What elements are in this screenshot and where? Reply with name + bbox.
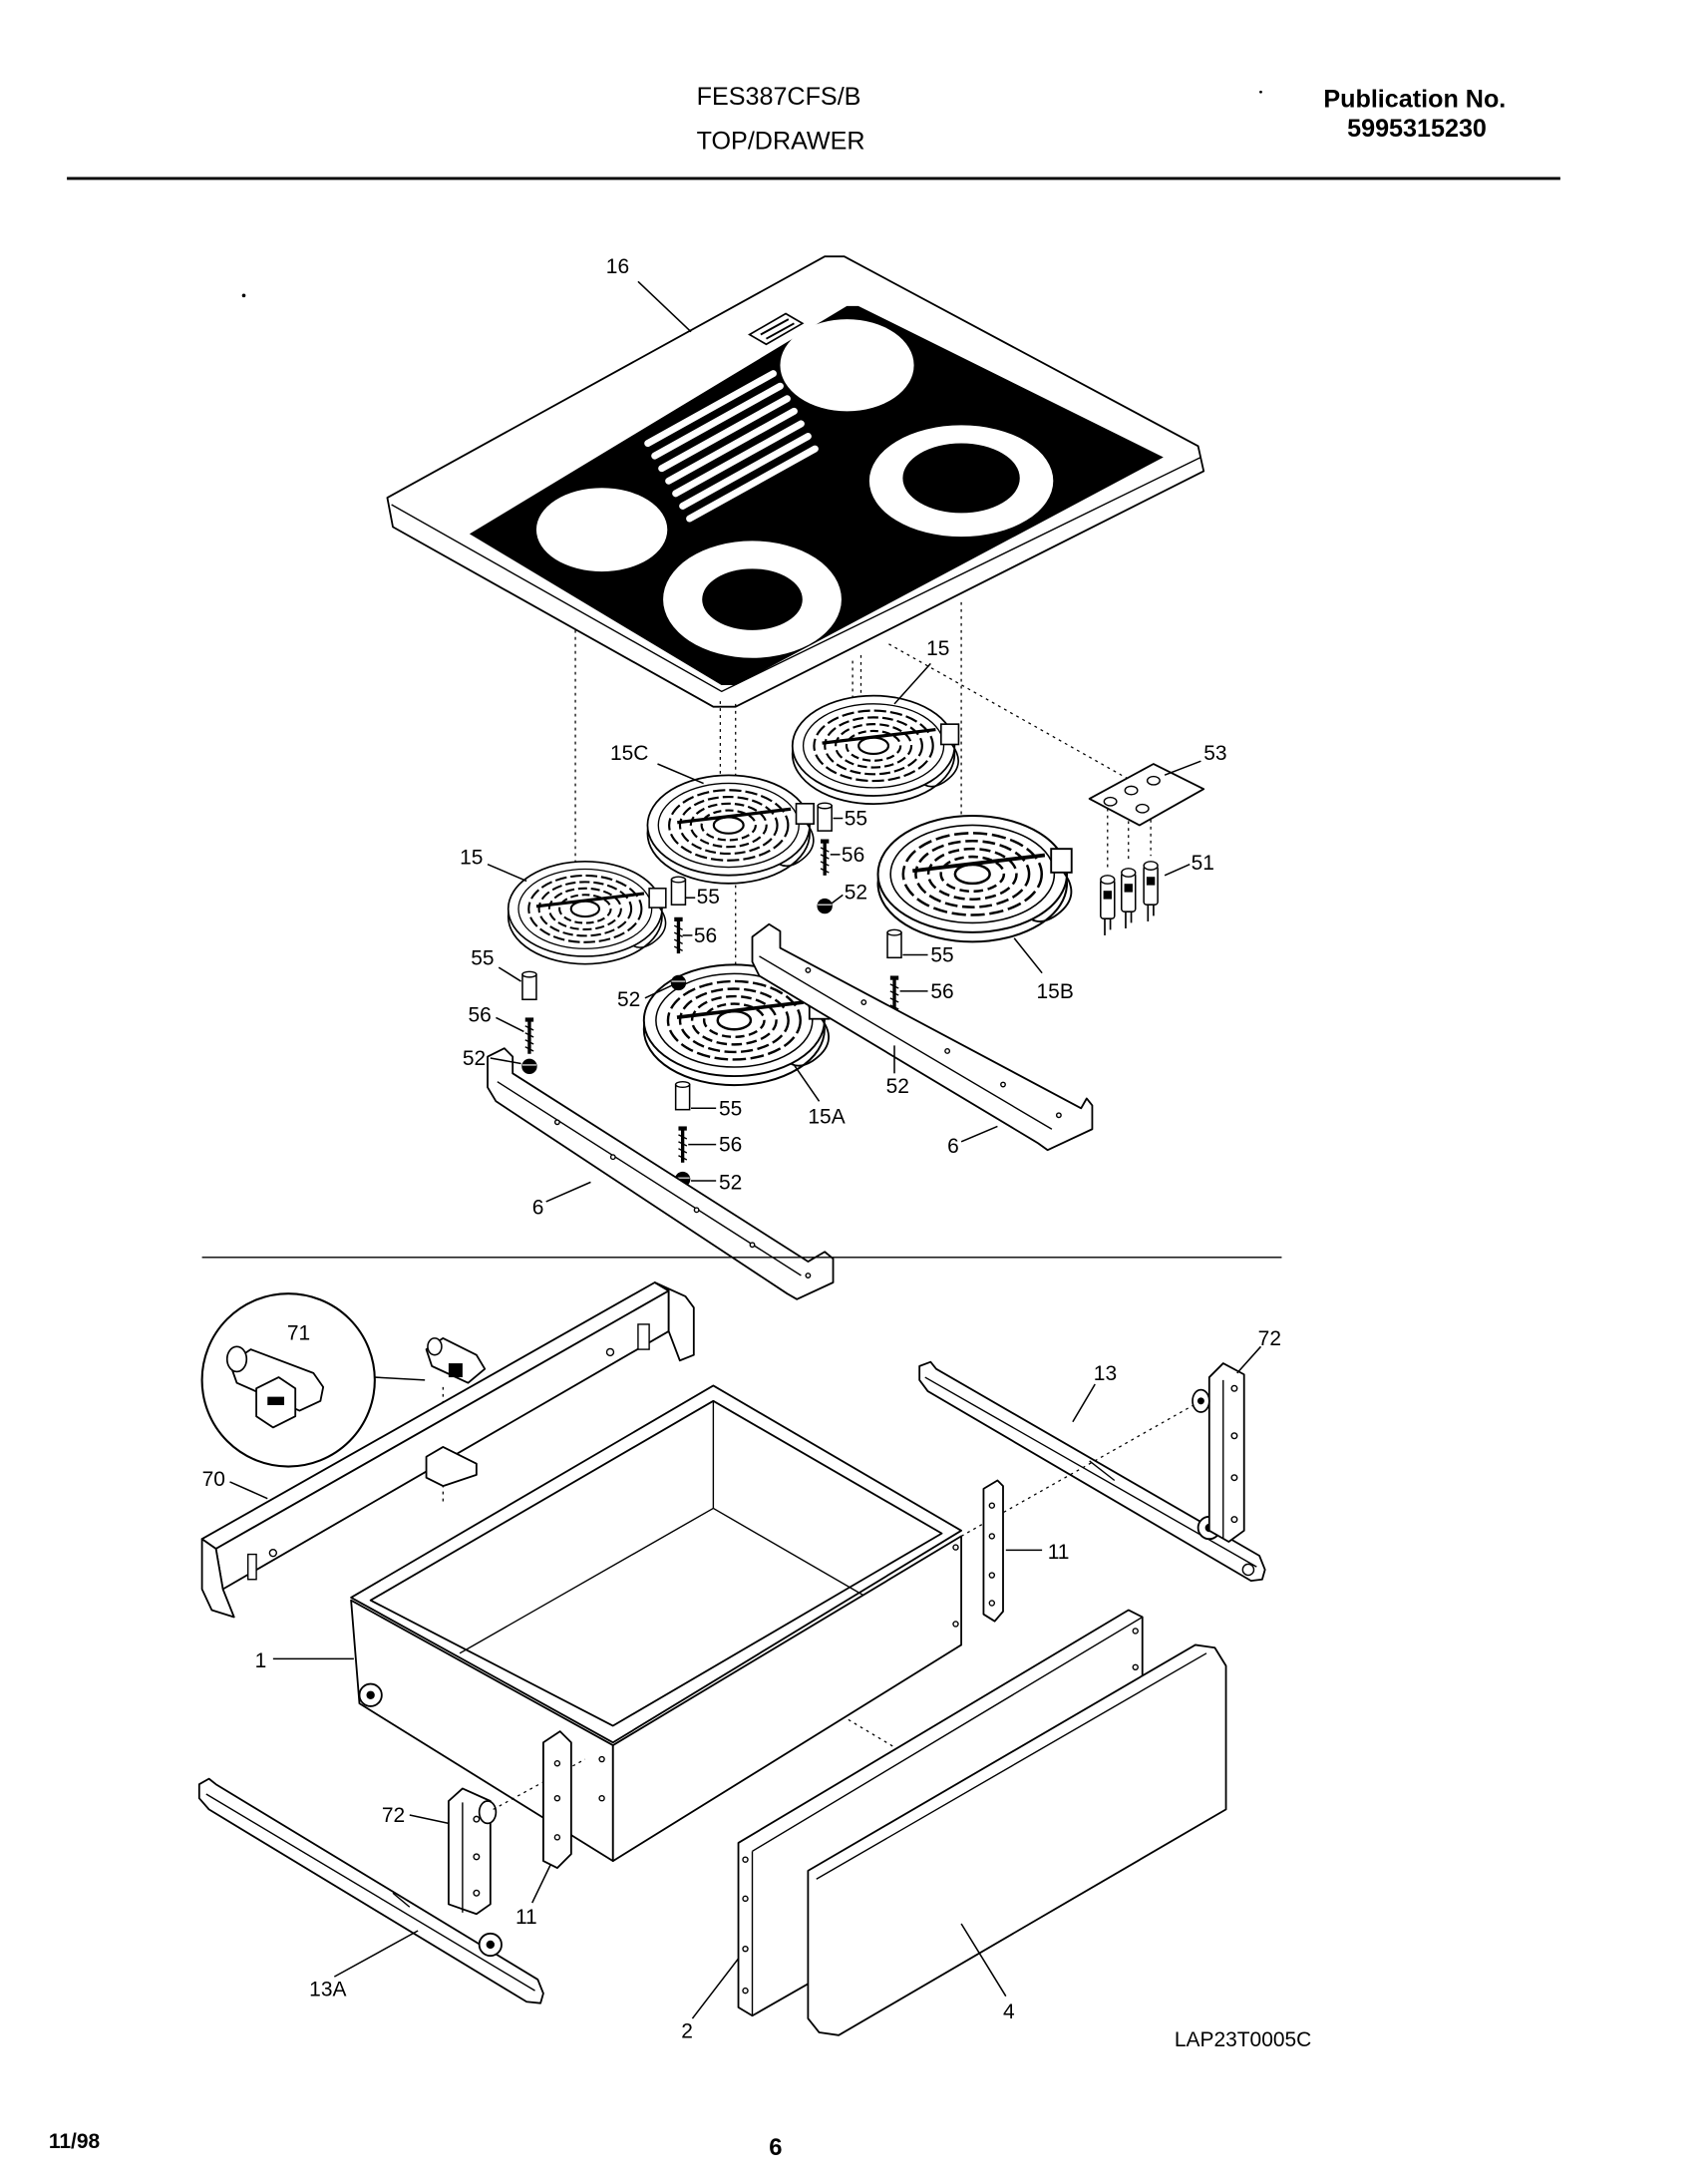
scan-speck (241, 293, 246, 298)
spacer-55-15c (670, 876, 687, 906)
callout-70-rail: 70 (202, 1468, 225, 1491)
screw-56-15c (672, 915, 685, 955)
bracket-72-left (447, 1787, 498, 1916)
scan-speck (1259, 90, 1262, 94)
section-title: TOP/DRAWER (697, 128, 865, 156)
spacer-55-15a (674, 1080, 691, 1111)
bracket-72-right (1192, 1362, 1245, 1543)
cooktop-zone-left (535, 488, 668, 572)
spacer-55-left (521, 970, 537, 1001)
model-number: FES387CFS/B (697, 83, 861, 111)
callout-15b-burner: 15B (1037, 980, 1074, 1003)
burner-15c (645, 773, 816, 886)
indicator-light-51-a (1099, 874, 1116, 936)
callout-52-15a: 52 (719, 1171, 742, 1194)
callout-56-15b: 56 (930, 980, 953, 1003)
callout-52-left: 52 (463, 1047, 486, 1070)
callout-56-rear: 56 (842, 844, 864, 867)
cooktop-zone-front-inner (702, 568, 803, 630)
indicator-light-51-c (1143, 861, 1159, 922)
detail-inset-71 (200, 1292, 426, 1468)
spacer-55-rear (817, 802, 833, 832)
callout-55-left: 55 (471, 946, 494, 969)
callout-52-rear: 52 (845, 882, 867, 905)
warming-zone-stripes (644, 370, 819, 523)
callout-55-rear: 55 (845, 808, 867, 831)
drawer-box-1 (350, 1384, 962, 1863)
callout-56-15a: 56 (719, 1134, 742, 1157)
burner-rear-15 (791, 694, 961, 806)
spacer-55-15b (886, 928, 902, 959)
revision-date: 11/98 (49, 2130, 101, 2153)
callout-4-front-panel: 4 (1003, 2001, 1015, 2023)
callout-52-15b: 52 (886, 1075, 909, 1098)
callout-52-15c: 52 (617, 988, 640, 1011)
callout-15c-burner: 15C (610, 742, 648, 765)
page-number: 6 (769, 2134, 782, 2161)
bracket-11-left (542, 1730, 572, 1869)
drawer-front-panel-4 (807, 1643, 1227, 2036)
nut-52-rear (816, 898, 834, 914)
drawer-rail-70 (200, 1281, 695, 1619)
top-section-leaders (487, 280, 1201, 1203)
callout-13a-rail: 13A (309, 1979, 346, 2001)
callout-55-15b: 55 (930, 943, 953, 966)
nut-52-left (520, 1058, 538, 1075)
cooktop-glass-top (386, 255, 1205, 708)
burner-15b (875, 814, 1074, 944)
support-bracket-6-left (487, 1047, 835, 1300)
callout-13-rail: 13 (1094, 1362, 1117, 1385)
cooktop-zone-rear-right (780, 319, 914, 412)
bracket-11-right (982, 1479, 1004, 1623)
callout-6-right: 6 (947, 1135, 959, 1158)
callout-72-left: 72 (382, 1804, 405, 1827)
callout-56-15c: 56 (694, 924, 717, 947)
callout-15-rear-burner: 15 (926, 637, 949, 660)
callout-55-15c: 55 (697, 886, 720, 909)
callout-1-drawer: 1 (255, 1649, 267, 1672)
nut-52-15c (670, 974, 687, 991)
callout-53-plate: 53 (1203, 742, 1226, 765)
callout-2-front-frame: 2 (681, 2020, 693, 2043)
diagram-code: LAP23T0005C (1175, 2028, 1311, 2051)
callout-15a-burner: 15A (808, 1106, 845, 1129)
callout-11-left: 11 (515, 1906, 537, 1929)
publication-label: Publication No. (1323, 86, 1506, 114)
callout-72-right: 72 (1258, 1327, 1281, 1350)
callout-16-cooktop: 16 (606, 255, 629, 278)
callout-11-right: 11 (1048, 1541, 1070, 1564)
burner-left-15 (507, 860, 668, 966)
screw-56-rear (819, 837, 832, 878)
drawer-section-leaders (229, 1345, 1262, 2019)
publication-number: 5995315230 (1347, 115, 1487, 143)
support-bracket-6-right (751, 922, 1094, 1152)
callout-15-left-burner: 15 (460, 847, 483, 870)
callout-6-left: 6 (532, 1197, 544, 1220)
cooktop-vent (748, 312, 805, 346)
screw-56-left (523, 1015, 535, 1056)
drawer-rail-13a (197, 1777, 544, 2004)
callout-56-left: 56 (468, 1004, 491, 1027)
callout-55-15a: 55 (719, 1097, 742, 1120)
indicator-light-51-b (1120, 868, 1137, 929)
callout-51-terminals: 51 (1192, 852, 1214, 875)
indicator-plate-53 (1088, 763, 1205, 827)
screw-56-15a (676, 1124, 689, 1165)
callout-71-glide: 71 (287, 1321, 310, 1344)
cooktop-zone-right-inner (902, 443, 1020, 514)
